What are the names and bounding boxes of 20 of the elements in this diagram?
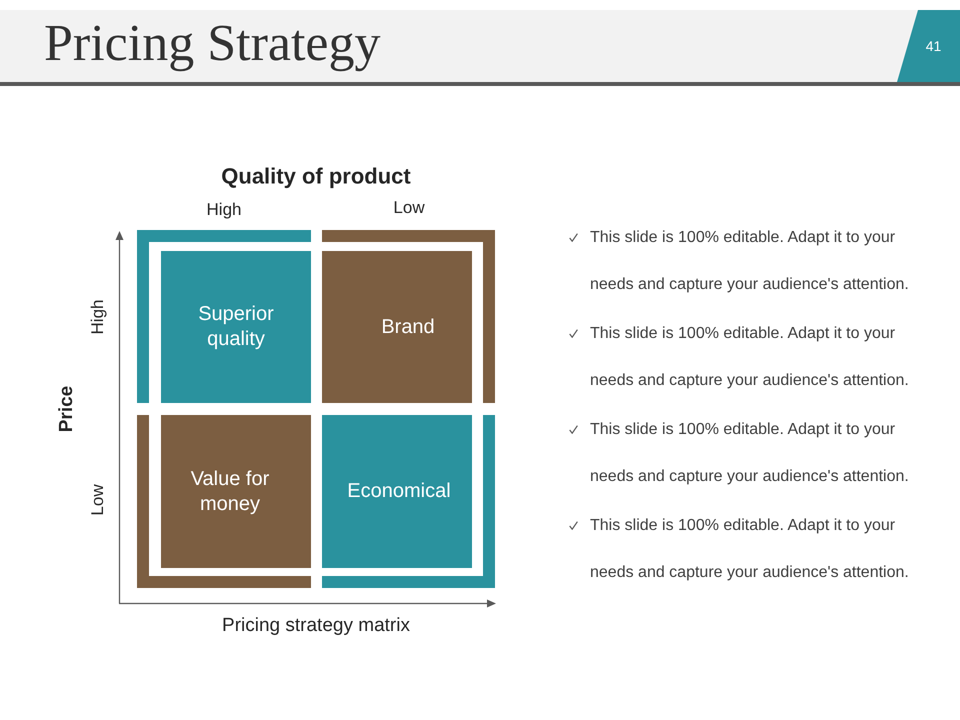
quadrant-box [322,251,472,403]
quadrant-box [161,415,311,568]
axis-level-label: Low [393,198,425,218]
quadrant-box [322,415,472,568]
matrix-heading: Quality of product [221,163,411,189]
axis-level-label: Low [88,484,108,516]
quadrant-box [161,251,311,403]
quadrant-label: Superior quality [197,302,275,352]
axis-level-label: High [88,300,108,334]
quadrant-label: Brand [381,314,435,340]
bullet-text: This slide is 100% editable. Adapt it to your needs and capture your audience's attention. [590,228,910,295]
axis-level-label: High [206,200,242,220]
matrix-caption: Pricing strategy matrix [222,615,410,637]
bullet-text: This slide is 100% editable. Adapt it to your needs and capture your audience's attention. [590,516,910,583]
axis-title: Price [56,386,78,432]
bullet-text: This slide is 100% editable. Adapt it to your needs and capture your audience's attention. [590,324,910,391]
slide-title: Pricing Strategy [44,18,381,70]
quadrant-label: Value for money [190,466,270,516]
quadrant-label: Economical [347,479,451,504]
bullet-text: This slide is 100% editable. Adapt it to your needs and capture your audience's attention. [590,420,910,487]
